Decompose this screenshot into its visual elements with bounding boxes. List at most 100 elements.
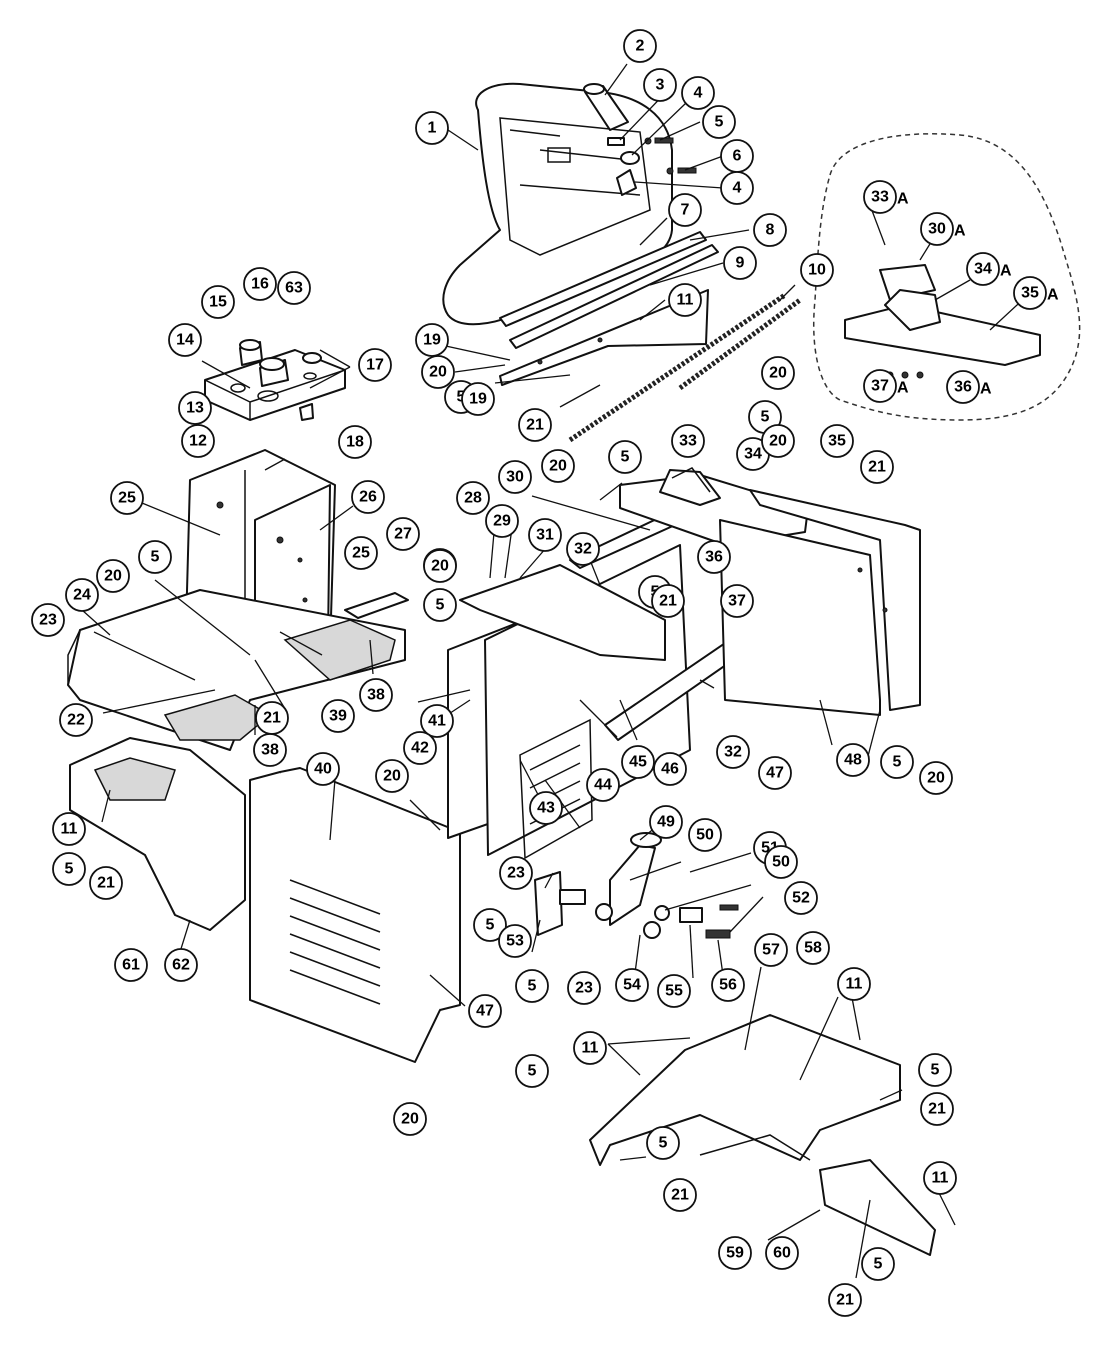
control-panel-plate — [204, 339, 346, 421]
callout-5: 5 — [138, 540, 172, 574]
callout-circle — [573, 1031, 607, 1065]
callout-number: 9 — [736, 255, 745, 272]
callout-circle — [386, 517, 420, 551]
callout-number: 23 — [575, 980, 593, 997]
callout-63: 63 — [277, 271, 311, 305]
callout-9: 9 — [723, 246, 757, 280]
callout-number: 20 — [431, 558, 449, 575]
callout-5: 5 — [473, 908, 507, 942]
callout-number: 60 — [773, 1245, 791, 1262]
callout-circle — [754, 933, 788, 967]
callout-4: 4 — [681, 76, 715, 110]
callout-circle — [253, 733, 287, 767]
callout-5: 5 — [646, 1126, 680, 1160]
callout-52: 52 — [784, 881, 818, 915]
callout-circle — [515, 969, 549, 1003]
callout-29: 29 — [485, 504, 519, 538]
callout-number: 34 — [744, 446, 762, 463]
callout-21: 21 — [518, 408, 552, 442]
callout-number: 29 — [493, 513, 511, 530]
callout-circle — [653, 752, 687, 786]
callout-number: 24 — [73, 587, 91, 604]
callout-number: 48 — [844, 752, 862, 769]
callout-number: 20 — [927, 770, 945, 787]
callout-number: 20 — [401, 1111, 419, 1128]
callout-number: 21 — [97, 875, 115, 892]
callout-circle — [946, 370, 980, 404]
callout-number: 27 — [394, 526, 412, 543]
right-side-panel — [719, 489, 921, 716]
callout-circle — [919, 761, 953, 795]
callout-2: 2 — [623, 29, 657, 63]
callout-5: 5 — [52, 852, 86, 886]
callout-circle — [784, 881, 818, 915]
callout-5: 5 — [515, 1054, 549, 1088]
callout-number: 32 — [724, 744, 742, 761]
callout-16: 16 — [243, 267, 277, 301]
callout-40: 40 — [306, 752, 340, 786]
callout-circle — [800, 253, 834, 287]
callout-number: 5 — [715, 114, 724, 131]
callout-number: 47 — [476, 1003, 494, 1020]
callout-circle — [201, 285, 235, 319]
callout-number: 36 — [954, 379, 972, 396]
callout-number: 32 — [574, 541, 592, 558]
callout-circle — [181, 424, 215, 458]
callout-number: 22 — [67, 712, 85, 729]
callout-number: 39 — [329, 708, 347, 725]
callout-circle — [836, 743, 870, 777]
callout-circle — [761, 424, 795, 458]
callout-circle — [138, 540, 172, 574]
callout-circle — [178, 391, 212, 425]
callout-circle — [720, 171, 754, 205]
callout-number: 63 — [285, 280, 303, 297]
callout-circle — [723, 246, 757, 280]
callout-number: 21 — [868, 459, 886, 476]
callout-19: 19 — [461, 382, 495, 416]
callout-circle — [168, 323, 202, 357]
callout-47: 47 — [468, 994, 502, 1028]
callout-19: 19 — [415, 323, 449, 357]
callout-circle — [918, 1053, 952, 1087]
callout-number: 18 — [346, 434, 364, 451]
callout-21: 21 — [255, 701, 289, 735]
callout-28: 28 — [456, 481, 490, 515]
callout-20: 20 — [375, 759, 409, 793]
callout-suffix: A — [1047, 287, 1059, 304]
callout-circle — [415, 323, 449, 357]
callout-suffix: A — [980, 381, 992, 398]
callout-number: 25 — [118, 490, 136, 507]
callout-circle — [423, 549, 457, 583]
callout-circle — [663, 1178, 697, 1212]
callout-18: 18 — [338, 425, 372, 459]
callout-circle — [277, 271, 311, 305]
callout-circle — [485, 504, 519, 538]
callout-number: 20 — [769, 365, 787, 382]
callout-number: 62 — [172, 957, 190, 974]
callout-circle — [671, 424, 705, 458]
callout-23: 23 — [31, 603, 65, 637]
callout-number: 21 — [526, 417, 544, 434]
callout-21: 21 — [651, 584, 685, 618]
callout-7: 7 — [668, 193, 702, 227]
callout-circle — [668, 193, 702, 227]
callout-suffix: A — [1000, 263, 1012, 280]
callout-number: 8 — [766, 222, 775, 239]
callout-5: 5 — [880, 745, 914, 779]
callout-circle — [321, 699, 355, 733]
grip-tube — [583, 83, 629, 131]
callout-circle — [711, 968, 745, 1002]
callout-circle — [702, 105, 736, 139]
callout-number: 20 — [429, 364, 447, 381]
callout-circle — [758, 756, 792, 790]
callout-8: 8 — [753, 213, 787, 247]
callout-circle — [359, 678, 393, 712]
callout-number: 5 — [151, 549, 160, 566]
callout-suffix: A — [897, 380, 909, 397]
bracket-plate — [344, 592, 409, 619]
